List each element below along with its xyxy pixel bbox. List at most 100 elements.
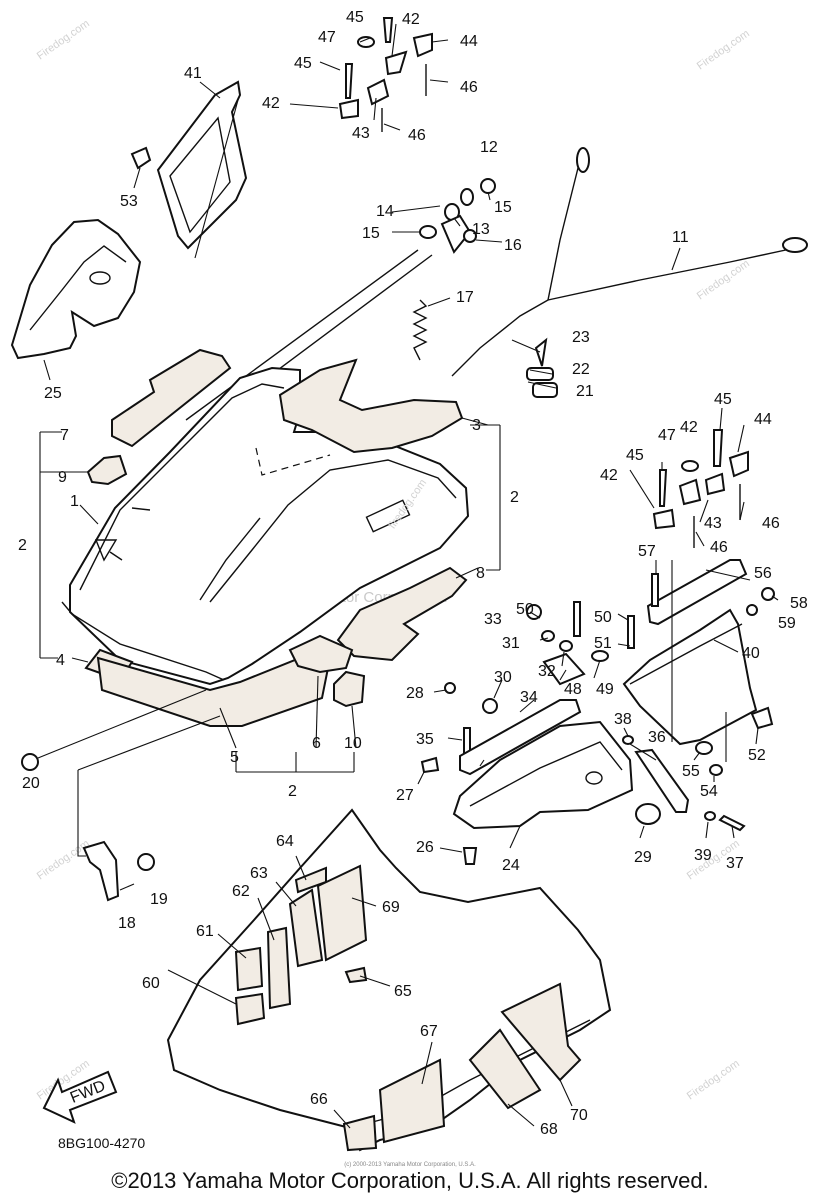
callout-63: 63 <box>250 865 268 882</box>
part-25-side-cover <box>10 218 142 381</box>
diagram-code: 8BG100-4270 <box>58 1135 146 1151</box>
callout-70: 70 <box>570 1107 588 1124</box>
callout-33: 33 <box>484 611 502 628</box>
callout-39: 39 <box>694 847 712 864</box>
leader-lines <box>71 23 779 1129</box>
callout-12: 12 <box>480 139 498 156</box>
part-3-seat-foam <box>278 358 464 454</box>
callout-11: 11 <box>672 229 689 246</box>
callout-2: 2 <box>18 537 27 554</box>
callout-58: 58 <box>790 595 808 612</box>
callout-13: 13 <box>472 221 490 238</box>
callout-48: 48 <box>564 681 582 698</box>
part-57-pin <box>651 573 659 607</box>
callout-50: 50 <box>516 601 534 618</box>
callout-46: 46 <box>710 539 728 556</box>
callout-42: 42 <box>600 467 618 484</box>
callout-61: 61 <box>196 923 214 940</box>
callout-46: 46 <box>460 79 478 96</box>
part-68-foam <box>468 1028 542 1110</box>
group-2-brackets <box>39 424 501 773</box>
callout-64: 64 <box>276 833 294 850</box>
part-70-foam <box>500 982 582 1082</box>
parts-30-51-hardware <box>444 601 635 761</box>
callout-47: 47 <box>658 427 676 444</box>
callout-43: 43 <box>352 125 370 142</box>
callout-32: 32 <box>538 663 556 680</box>
callout-5: 5 <box>230 749 239 766</box>
part-20-bolt <box>21 689 207 771</box>
callout-69: 69 <box>382 899 400 916</box>
hood-prop-rod <box>185 249 419 421</box>
callout-35: 35 <box>416 731 434 748</box>
callout-2: 2 <box>288 783 297 800</box>
callout-9: 9 <box>58 469 67 486</box>
part-24-airbox <box>452 720 634 830</box>
parts-21-23-clips <box>526 337 558 398</box>
callout-14: 14 <box>376 203 394 220</box>
callout-42: 42 <box>262 95 280 112</box>
callout-8: 8 <box>476 565 485 582</box>
part-65-foam <box>344 966 368 984</box>
callout-52: 52 <box>748 747 766 764</box>
callout-40: 40 <box>742 645 760 662</box>
callout-6: 6 <box>312 735 321 752</box>
callout-31: 31 <box>502 635 520 652</box>
part-9-foam <box>86 454 128 486</box>
callout-30: 30 <box>494 669 512 686</box>
part-62-foam <box>266 926 292 1010</box>
callout-38: 38 <box>614 711 632 728</box>
callout-28: 28 <box>406 685 424 702</box>
callout-55: 55 <box>682 763 700 780</box>
callout-45: 45 <box>346 9 364 26</box>
watermark-site-5: Firedog.com <box>35 838 92 883</box>
part-63-foam <box>288 888 324 968</box>
callout-54: 54 <box>700 783 718 800</box>
callout-57: 57 <box>638 543 656 560</box>
callout-62: 62 <box>232 883 250 900</box>
callout-42: 42 <box>402 11 420 28</box>
callout-44: 44 <box>460 33 478 50</box>
part-40-panel <box>622 560 758 762</box>
callout-22: 22 <box>572 361 590 378</box>
callout-60: 60 <box>142 975 160 992</box>
part-59-washer <box>746 604 758 616</box>
parts-37-55 <box>622 735 746 832</box>
part-29-plug <box>635 803 661 825</box>
fasteners-lower <box>652 429 749 548</box>
part-18-bracket <box>77 715 221 902</box>
part-60-foam <box>234 992 266 1026</box>
part-53-grommet <box>130 146 152 170</box>
callout-66: 66 <box>310 1091 328 1108</box>
fineprint: (c) 2000-2013 Yamaha Motor Corporation, … <box>344 1162 476 1168</box>
hardware-12-17 <box>412 178 496 361</box>
part-61-foam <box>234 946 264 992</box>
watermark-site-2: Firedog.com <box>695 28 752 73</box>
callout-26: 26 <box>416 839 434 856</box>
callout-15: 15 <box>494 199 512 216</box>
part-52-clip <box>750 706 774 730</box>
callout-46: 46 <box>408 127 426 144</box>
callout-42: 42 <box>680 419 698 436</box>
callout-27: 27 <box>396 787 414 804</box>
callout-labels: 1 2 2 2 3 4 5 6 7 8 9 10 11 12 13 14 15 … <box>18 9 808 1138</box>
callout-15: 15 <box>362 225 380 242</box>
part-11-cable <box>451 147 808 377</box>
part-34-strip <box>459 699 582 776</box>
callout-46: 46 <box>762 515 780 532</box>
callout-4: 4 <box>56 652 65 669</box>
callout-43: 43 <box>704 515 722 532</box>
callout-45: 45 <box>294 55 312 72</box>
callout-37: 37 <box>726 855 744 872</box>
part-7-foam <box>111 348 232 448</box>
part-10-foam <box>333 670 366 708</box>
part-26-bolt <box>462 847 478 865</box>
callout-29: 29 <box>634 849 652 866</box>
callout-1: 1 <box>70 493 79 510</box>
watermark-site-4: Firedog.com <box>695 258 752 303</box>
callout-34: 34 <box>520 689 538 706</box>
watermark-site-8: Firedog.com <box>685 1058 742 1103</box>
part-19-grommet <box>137 853 155 871</box>
callout-10: 10 <box>344 735 362 752</box>
callout-67: 67 <box>420 1023 438 1040</box>
